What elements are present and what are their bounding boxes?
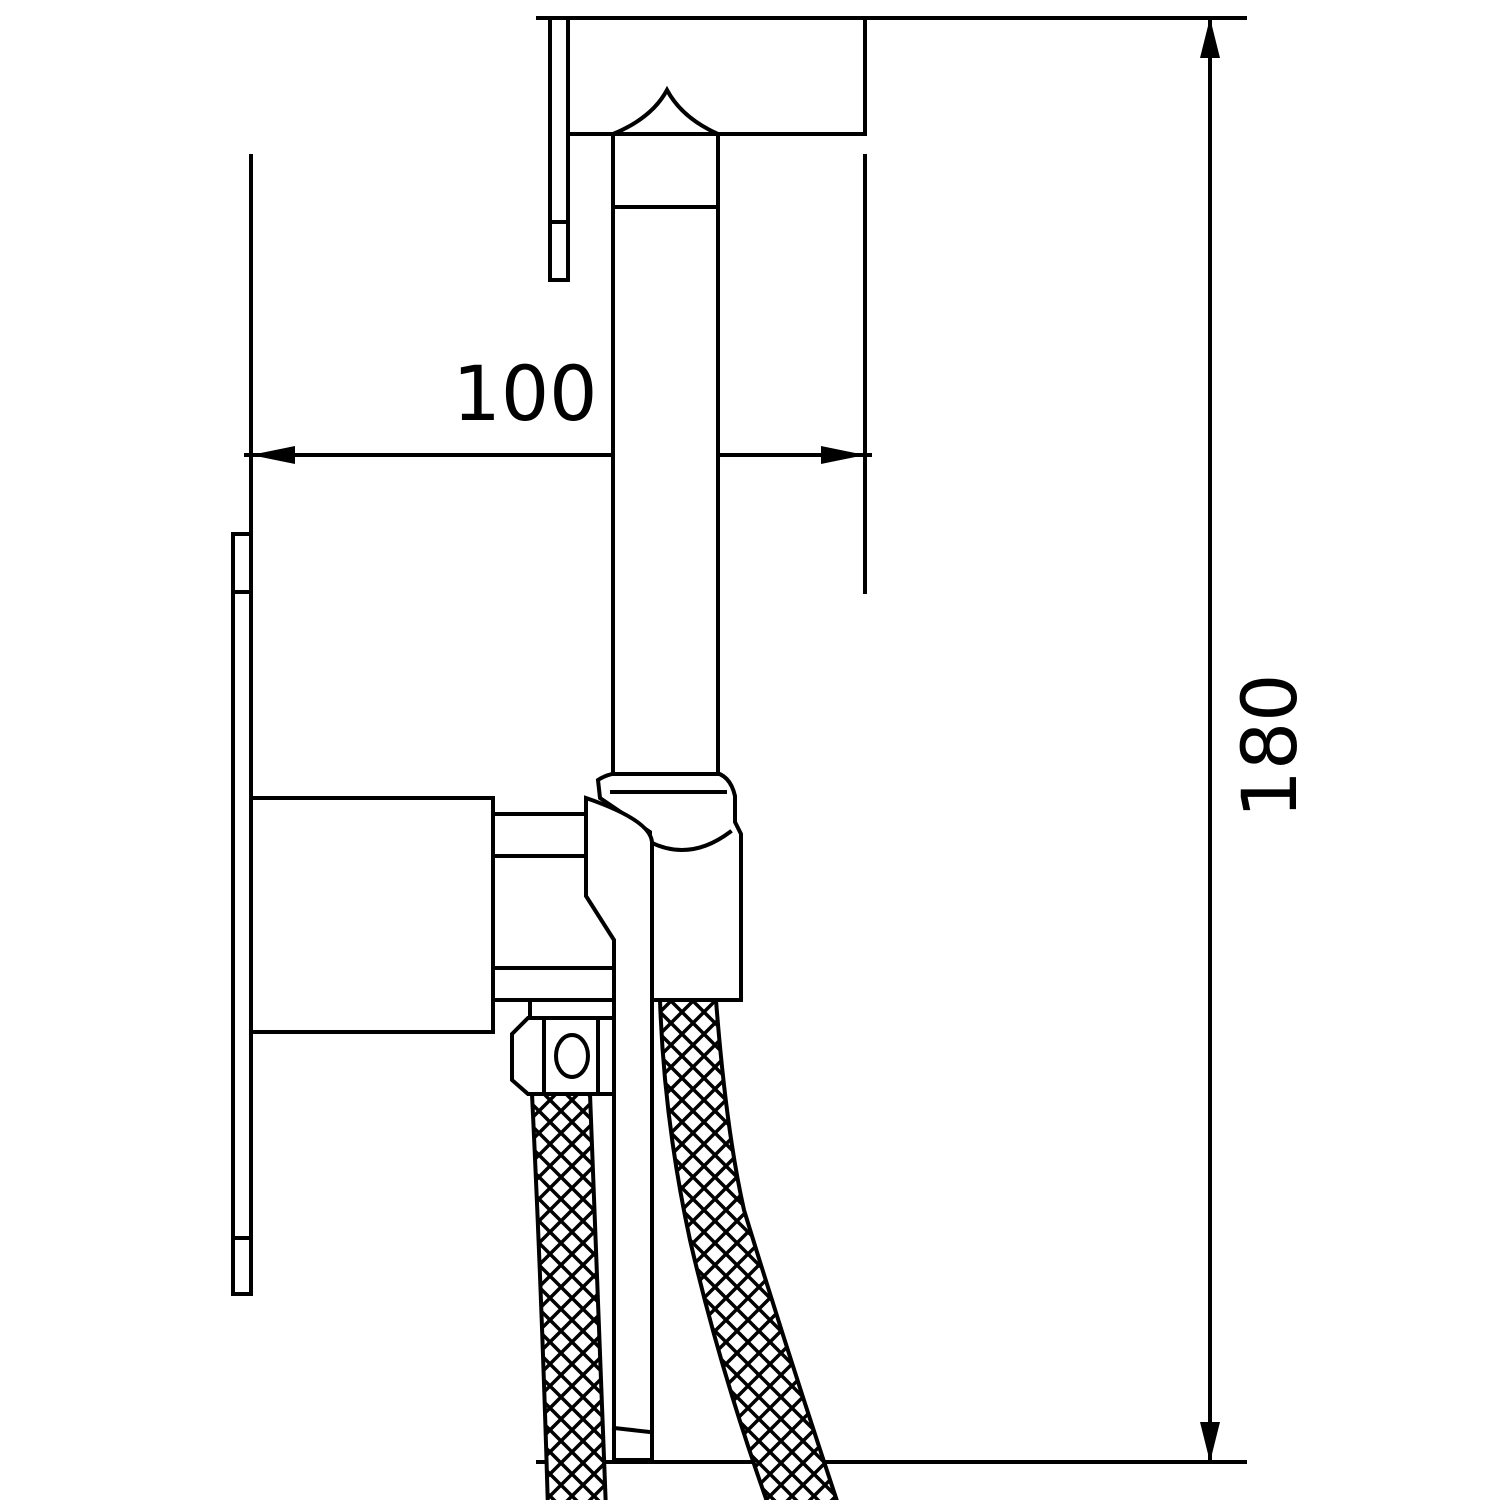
valve-body bbox=[249, 796, 617, 1034]
width-arrow-left bbox=[251, 446, 295, 464]
width-dimension-label: 100 bbox=[452, 349, 597, 438]
right-hose bbox=[657, 998, 839, 1500]
wall-plate bbox=[231, 532, 253, 1296]
hose-nut bbox=[510, 998, 616, 1096]
width-arrow-right bbox=[821, 446, 865, 464]
valve-housing bbox=[249, 796, 495, 1034]
spout-arm bbox=[566, 16, 867, 136]
wall-plate-body bbox=[231, 532, 253, 1296]
valve-stem-upper bbox=[491, 812, 590, 858]
hand-shower-handle bbox=[584, 795, 654, 1462]
height-dimension-label: 180 bbox=[1225, 673, 1314, 818]
height-arrow-bottom bbox=[1200, 1422, 1220, 1462]
height-arrow-top bbox=[1200, 18, 1220, 58]
width-dimension: 100 bbox=[244, 154, 872, 594]
left-hose bbox=[529, 1092, 608, 1500]
pipe-body bbox=[611, 132, 720, 776]
top-spout bbox=[548, 16, 867, 282]
valve-stem-lower bbox=[491, 966, 617, 1002]
nut-hole bbox=[554, 1033, 590, 1079]
hand-shower bbox=[584, 795, 654, 1462]
spout-lever bbox=[548, 16, 570, 282]
spout-joint bbox=[612, 85, 719, 136]
braided-hoses bbox=[529, 998, 839, 1500]
vertical-pipe bbox=[611, 132, 720, 776]
height-dimension: 180 bbox=[536, 16, 1314, 1464]
